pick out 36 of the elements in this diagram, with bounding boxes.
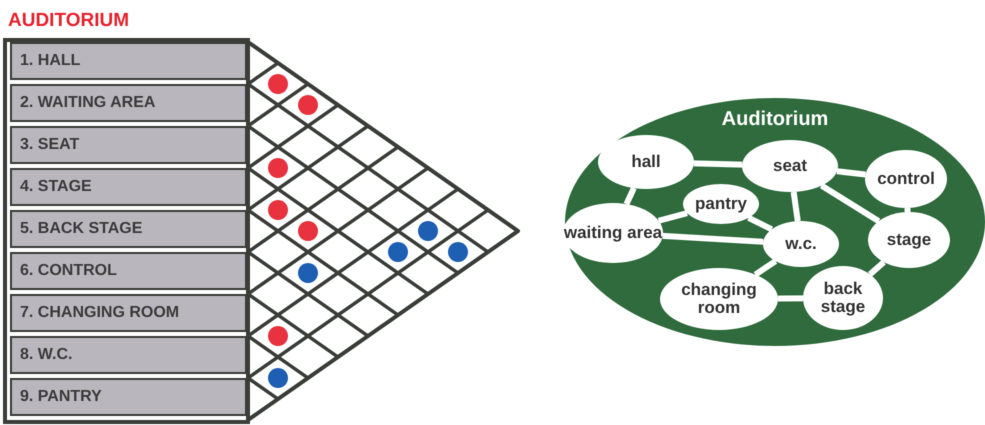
connector-line	[747, 215, 774, 232]
space-bubble	[683, 184, 759, 224]
room-label: 4. STAGE	[10, 168, 247, 206]
connector-line	[778, 295, 804, 302]
space-bubble	[803, 266, 883, 330]
space-name: hall	[631, 153, 661, 171]
room-label: 3. SEAT	[10, 126, 247, 164]
space-name: changing room	[680, 281, 758, 317]
connector-line	[820, 183, 880, 224]
room-label: 8. W.C.	[10, 336, 247, 374]
space-name: back stage	[820, 280, 866, 316]
space-name: stage	[886, 231, 932, 249]
space-bubble	[763, 221, 839, 267]
room-label: 9. PANTRY	[10, 378, 247, 416]
connector-line	[754, 258, 778, 278]
connector-line	[658, 210, 688, 224]
space-name: seat	[772, 157, 808, 175]
connector-line	[904, 208, 911, 212]
connector-line	[868, 260, 886, 277]
room-label: 5. BACK STAGE	[10, 210, 247, 248]
room-label: 2. WAITING AREA	[10, 84, 247, 122]
space-name: w.c.	[785, 235, 817, 253]
connector-line	[790, 192, 801, 222]
room-label: 1. HALL	[10, 42, 247, 80]
connector-line	[836, 168, 866, 178]
title: AUDITORIUM	[8, 10, 130, 32]
connector-line	[662, 232, 764, 245]
connector-line	[624, 186, 637, 206]
space-name: pantry	[695, 195, 747, 213]
room-label: 7. CHANGING ROOM	[10, 294, 247, 332]
room-label: 6. CONTROL	[10, 252, 247, 290]
space-name: control	[877, 170, 935, 188]
space-bubble	[868, 212, 950, 268]
space-name: waiting area	[564, 224, 662, 242]
connector-line	[694, 160, 742, 168]
zone-title: Auditorium	[722, 108, 828, 131]
